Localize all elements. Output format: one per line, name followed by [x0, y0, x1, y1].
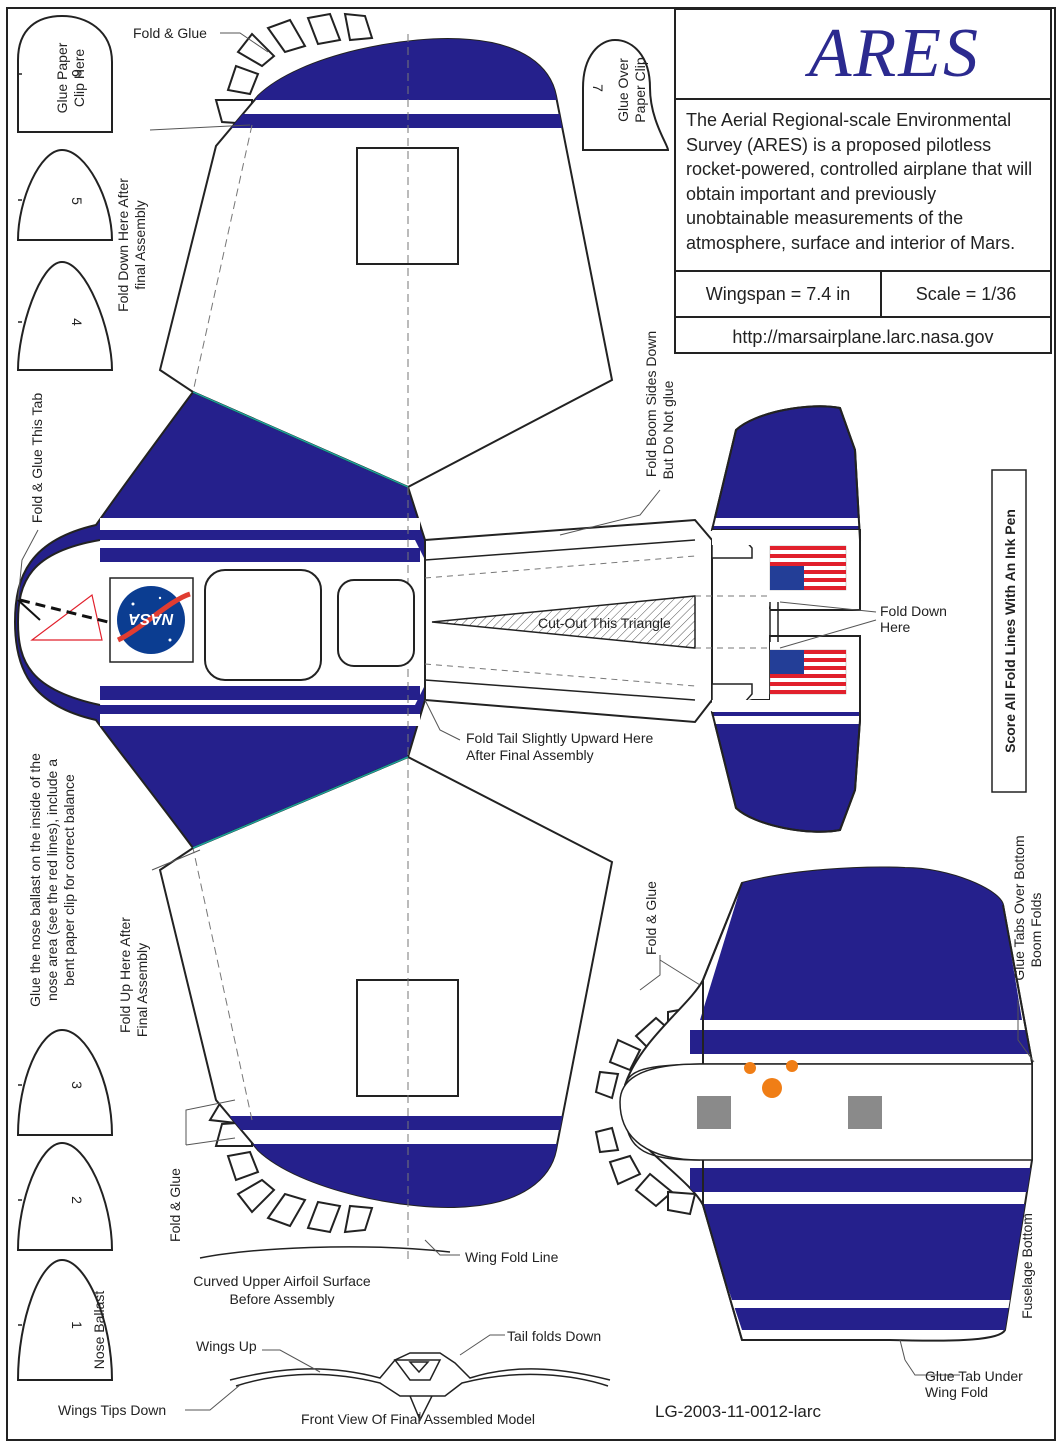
- ballast-piece-6: 6 Glue Paper Clip Here: [17, 14, 113, 133]
- ballast-number-3: 3: [69, 1081, 85, 1089]
- clip7-line2: Paper Clip: [632, 57, 648, 123]
- score-note-box: [991, 469, 1027, 793]
- curved-surface-line1: Curved Upper Airfoil Surface: [193, 1273, 371, 1289]
- page-border: [6, 7, 1056, 1441]
- ballast-number-2: 2: [69, 1196, 85, 1204]
- cut-out-triangle: [431, 595, 696, 649]
- fold-down-here-line2: Here: [880, 619, 911, 635]
- tail-fin-upper: [710, 405, 862, 611]
- flag-lower: [769, 649, 847, 695]
- fold-glue-bottom-label: Fold & Glue: [167, 1168, 183, 1242]
- upper-wing-tabs: [214, 12, 374, 126]
- fold-down-after-line1: Fold Down Here After: [115, 178, 131, 312]
- ballast-piece-2: 2: [16, 1141, 114, 1251]
- glue-tabs-line2: Boom Folds: [1028, 893, 1044, 968]
- clip6-line2: Clip Here: [71, 49, 87, 108]
- fold-glue-right-label: Fold & Glue: [643, 881, 659, 955]
- fold-up-line2: Final Assembly: [134, 943, 150, 1037]
- cockpit-window-1: [204, 569, 322, 681]
- tail-up-line1: Fold Tail Slightly Upward Here: [466, 730, 653, 746]
- glue-tabs-line1: Glue Tabs Over Bottom: [1011, 835, 1027, 980]
- tail-fin-lower: [710, 602, 861, 833]
- tail-up-line2: After Final Assembly: [466, 747, 594, 763]
- ballast-number-1: 1: [69, 1321, 85, 1329]
- doc-id-label: LG-2003-11-0012-larc: [655, 1402, 821, 1421]
- front-view-label: Front View Of Final Assembled Model: [301, 1411, 535, 1427]
- fuselage-top: NASA: [13, 390, 426, 850]
- nasa-logo: NASA: [109, 577, 194, 663]
- ballast-piece-7: 7 Glue Over Paper Clip: [582, 38, 670, 151]
- boom-fold-line2: But Do Not glue: [660, 380, 676, 479]
- cut-triangle-label: Cut-Out This Triangle: [538, 615, 671, 631]
- wing-fold-line-label: Wing Fold Line: [465, 1249, 559, 1265]
- score-note: Score All Fold Lines With An Ink Pen: [1002, 509, 1018, 753]
- gray-pad-right: [848, 1096, 882, 1129]
- info-panel: ARES The Aerial Regional-scale Environme…: [674, 8, 1052, 354]
- leader-lines: [17, 32, 1035, 1420]
- nose-note-line3: bent paper clip for correct balance: [61, 774, 77, 986]
- ballast-piece-3: 3: [16, 1028, 114, 1136]
- fuselage-bottom-label: Fuselage Bottom: [1019, 1213, 1035, 1319]
- orange-dot-right: [786, 1060, 798, 1072]
- front-view-diagram: [199, 1246, 611, 1422]
- wing-tips-label: Wings Tips Down: [58, 1402, 166, 1418]
- tail-folds-label: Tail folds Down: [507, 1328, 601, 1344]
- clip7-line1: Glue Over: [615, 58, 631, 122]
- ballast-piece-5: 5: [16, 148, 114, 241]
- orange-dot-left: [744, 1062, 756, 1074]
- orange-dot-large: [762, 1078, 782, 1098]
- nose-ballast-label: Nose Ballast: [91, 1291, 107, 1370]
- fold-down-after-line2: final Assembly: [132, 200, 148, 289]
- clip7-number: 7: [590, 84, 606, 92]
- nose-ballast-area: [17, 593, 109, 641]
- fold-up-line1: Fold Up Here After: [117, 917, 133, 1033]
- stats-row: Wingspan = 7.4 in Scale = 1/36: [676, 272, 1050, 318]
- lower-wing-tabs: [208, 1098, 374, 1234]
- gray-pad-left: [697, 1096, 731, 1129]
- ares-title: ARES: [808, 15, 980, 92]
- nose-note-line1: Glue the nose ballast on the inside of t…: [27, 753, 43, 1007]
- ballast-piece-4: 4: [16, 260, 114, 371]
- cockpit-window-2: [337, 579, 415, 667]
- boom-fold-line1: Fold Boom Sides Down: [643, 331, 659, 477]
- fold-glue-top-label: Fold & Glue: [133, 25, 207, 41]
- clip6-number: 6: [69, 69, 85, 77]
- nasa-logo-text: NASA: [128, 610, 173, 627]
- fold-glue-tab-label: Fold & Glue This Tab: [29, 393, 45, 523]
- description: The Aerial Regional-scale Environmental …: [676, 100, 1050, 272]
- glue-tab-under-line1: Glue Tab Under: [925, 1368, 1023, 1384]
- fuselage-bottom-piece: [619, 866, 1033, 1342]
- wingspan-value: Wingspan = 7.4 in: [676, 272, 882, 316]
- clip6-line1: Glue Paper: [54, 42, 70, 113]
- curved-surface-line2: Before Assembly: [229, 1291, 334, 1307]
- ballast-piece-1: 1: [16, 1258, 114, 1381]
- nose-note-line2: nose area (see the red lines), include a: [44, 759, 60, 1001]
- ballast-number-5: 5: [69, 197, 85, 205]
- glue-tab-under-line2: Wing Fold: [925, 1384, 988, 1400]
- fold-down-here-line1: Fold Down: [880, 603, 947, 619]
- website-url[interactable]: http://marsairplane.larc.nasa.gov: [732, 326, 994, 347]
- ballast-number-4: 4: [69, 318, 85, 326]
- title-box: ARES: [676, 10, 1050, 100]
- lower-wing: [158, 755, 614, 1260]
- flag-upper: [769, 545, 847, 591]
- wings-up-label: Wings Up: [196, 1338, 257, 1354]
- scale-value: Scale = 1/36: [915, 283, 1017, 304]
